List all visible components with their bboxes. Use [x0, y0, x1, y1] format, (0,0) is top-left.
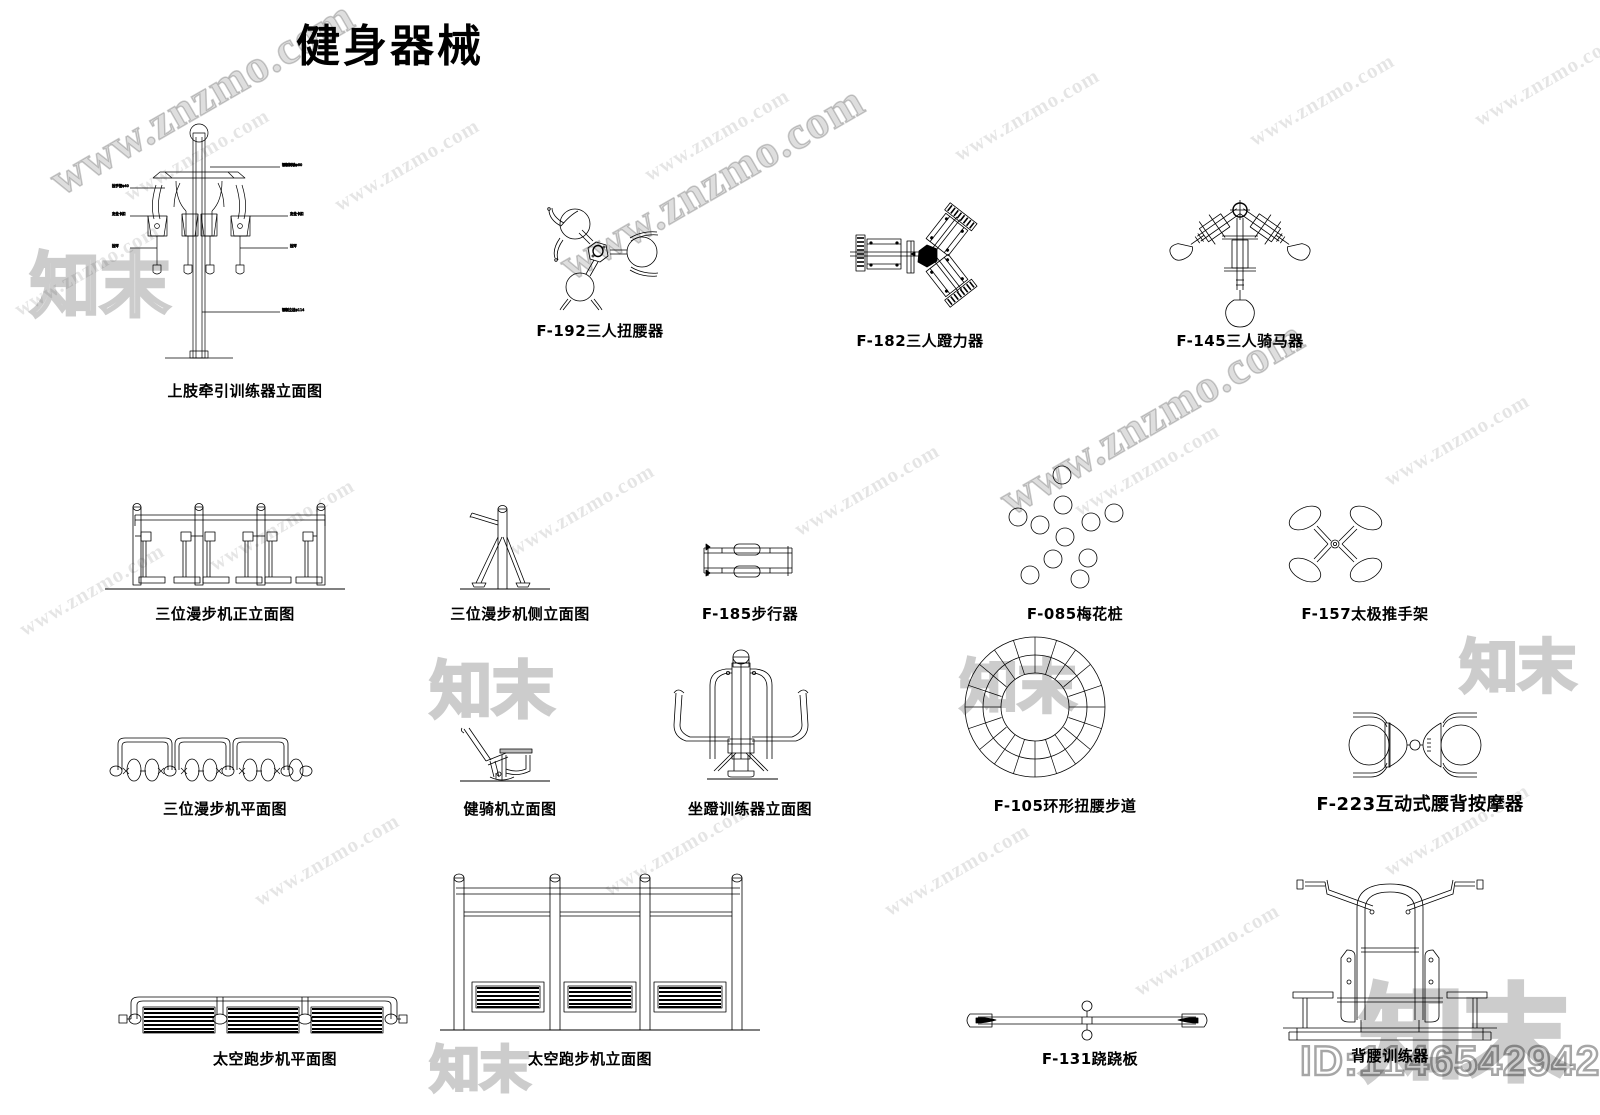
figure-walker-plan	[108, 730, 320, 782]
svg-text:定位卡扣: 定位卡扣	[290, 211, 304, 216]
figure-caption: 上肢牵引训练器立面图	[167, 382, 323, 400]
svg-text:钢制转轴φ60: 钢制转轴φ60	[282, 162, 302, 167]
figure-f131-seesaw	[962, 1000, 1212, 1041]
watermark-text: www.znzmo.com	[250, 808, 404, 911]
figure-caption: F-085梅花桩	[1026, 605, 1124, 623]
figure-caption: 太空跑步机平面图	[212, 1050, 337, 1068]
svg-text:拉手管φ40: 拉手管φ40	[112, 183, 129, 188]
figure-f145-horse-rider	[1150, 140, 1330, 330]
brand-watermark: 知末	[428, 656, 555, 728]
figure-caption: F-185步行器	[701, 605, 799, 623]
figure-caption: 三位漫步机正立面图	[155, 605, 295, 623]
svg-text:定位卡扣: 定位卡扣	[112, 211, 126, 216]
watermark-text: www.znzmo.com	[790, 438, 944, 541]
figure-space-treadmill-elev	[440, 860, 760, 1040]
figure-caption: F-145三人骑马器	[1176, 332, 1304, 350]
figure-caption: F-131跷跷板	[1041, 1050, 1139, 1068]
figure-caption: F-182三人蹬力器	[856, 332, 984, 350]
figure-caption: F-157太极推手架	[1301, 605, 1429, 623]
svg-text:拉环: 拉环	[112, 243, 119, 248]
figure-back-trainer	[1275, 860, 1505, 1050]
figure-seated-leg-press	[652, 643, 832, 783]
figure-caption: F-223互动式腰背按摩器	[1316, 794, 1524, 815]
figure-f182-leg-press	[845, 195, 1005, 325]
figure-caption: F-105环形扭腰步道	[993, 797, 1137, 815]
figure-caption: 太空跑步机立面图	[527, 1050, 652, 1068]
figure-f105-ring-path	[960, 630, 1110, 785]
svg-text:拉环: 拉环	[290, 243, 297, 248]
svg-text:钢制立柱φ114: 钢制立柱φ114	[282, 307, 304, 312]
watermark-text: www.znzmo.com	[1470, 28, 1600, 131]
figure-f192-waist-twister	[530, 200, 670, 311]
figure-walker-front	[105, 495, 345, 595]
figure-space-treadmill-plan	[113, 975, 413, 1035]
figure-f085-plum-piles	[1000, 465, 1140, 589]
watermark-text: www.znzmo.com	[1380, 388, 1534, 491]
figure-upper-limb-traction: 钢制转轴φ60 拉手管φ40 定位卡扣 定位卡扣 拉环 拉环 钢制立柱φ114	[110, 115, 380, 370]
figure-caption: 健骑机立面图	[463, 800, 557, 818]
watermark-text: www.znzmo.com	[1130, 898, 1284, 1001]
figure-caption: 背腰训练器	[1351, 1047, 1429, 1065]
watermark-text: www.znzmo.com	[950, 63, 1104, 166]
brand-watermark: 知末	[1458, 634, 1577, 702]
page-title: 健身器械	[296, 21, 484, 72]
watermark-text: www.znzmo.com	[1245, 48, 1399, 151]
watermark-text: www.znzmo.com	[880, 818, 1034, 921]
watermark-text: www.znzmo.com	[640, 83, 794, 186]
figure-f157-taichi-pusher	[1280, 500, 1390, 590]
figure-walker-side	[450, 495, 560, 595]
figure-f223-back-massager	[1335, 705, 1495, 785]
figure-caption: F-192三人扭腰器	[536, 322, 664, 340]
figure-caption: 坐蹬训练器立面图	[687, 800, 812, 818]
figure-riding-machine	[450, 725, 560, 783]
figure-f185-walker	[692, 540, 802, 590]
figure-caption: 三位漫步机平面图	[162, 800, 287, 818]
figure-caption: 三位漫步机侧立面图	[450, 605, 590, 623]
